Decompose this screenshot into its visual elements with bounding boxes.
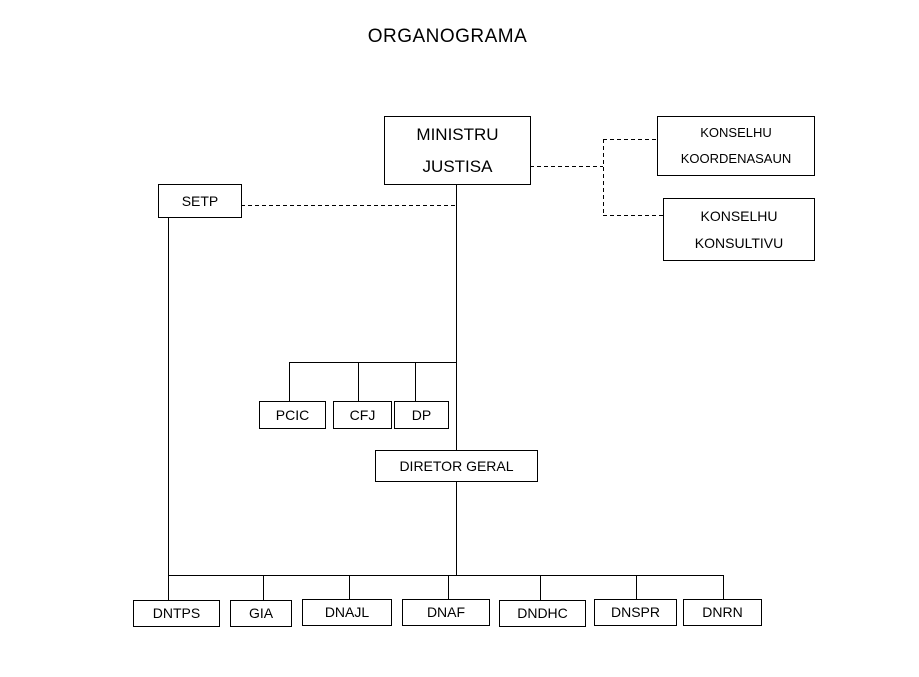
dnajl-box: DNAJL (302, 599, 392, 626)
dp-box: DP (394, 401, 449, 429)
chart-title: ORGANOGRAMA (367, 26, 528, 47)
dndhc-box: DNDHC (499, 600, 586, 627)
minister-box: MINISTRU JUSTISA (384, 116, 531, 185)
dntps-box: DNTPS (133, 600, 220, 627)
council-coordination-line2: KOORDENASAUN (680, 151, 792, 166)
cfj-box: CFJ (333, 401, 392, 429)
council-consultative-line2: KONSULTIVU (694, 234, 784, 251)
gia-box: GIA (230, 600, 292, 627)
minister-label-line2: JUSTISA (422, 156, 493, 176)
council-coordination-box: KONSELHU KOORDENASAUN (657, 116, 815, 176)
council-consultative-box: KONSELHU KONSULTIVU (663, 198, 815, 261)
pcic-box: PCIC (259, 401, 326, 429)
dnrn-box: DNRN (683, 599, 762, 626)
council-coordination-line1: KONSELHU (700, 125, 772, 140)
council-consultative-line1: KONSELHU (700, 207, 778, 224)
dnaf-box: DNAF (402, 599, 490, 626)
dnspr-box: DNSPR (594, 599, 677, 626)
director-general-box: DIRETOR GERAL (375, 450, 538, 482)
minister-label-line1: MINISTRU (416, 124, 499, 144)
setp-box: SETP (158, 184, 242, 218)
